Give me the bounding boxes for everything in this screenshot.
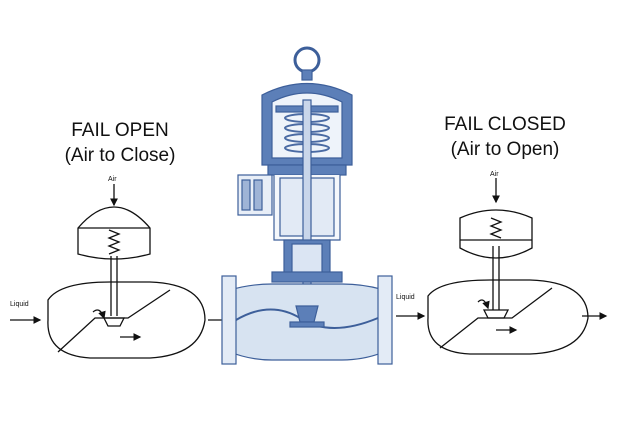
outlet-flange	[377, 275, 393, 365]
fail-closed-schematic: Air Liquid	[396, 171, 608, 355]
fail-open-subtitle: (Air to Close)	[64, 145, 176, 166]
flow-curl-right	[477, 299, 490, 310]
liquid-label-left: Liquid	[10, 301, 29, 308]
lifting-eye	[293, 46, 321, 74]
fail-closed-title: FAIL CLOSED	[444, 114, 566, 135]
fail-open-heading: FAIL OPEN (Air to Close)	[40, 118, 200, 168]
fail-closed-heading: FAIL CLOSED (Air to Open)	[420, 112, 590, 162]
spring-right	[489, 217, 503, 239]
valve-body-right	[427, 279, 589, 355]
seat-left	[57, 289, 171, 353]
flow-curl-left	[92, 309, 106, 320]
spring-left	[107, 229, 121, 255]
actuator-right	[459, 209, 533, 259]
valve-plug	[295, 305, 319, 323]
fail-open-schematic: Air Liquid	[10, 176, 232, 359]
fail-closed-subtitle: (Air to Open)	[450, 139, 560, 160]
plug-right	[482, 309, 510, 319]
air-label-left: Air	[108, 176, 117, 183]
liquid-label-right: Liquid	[396, 294, 415, 301]
valve-body-left	[47, 281, 206, 359]
eye-bolt	[301, 69, 313, 81]
plug-left	[102, 317, 126, 327]
valve-seat	[289, 321, 325, 328]
fail-open-title: FAIL OPEN	[71, 120, 169, 141]
control-valve-cutaway	[221, 46, 393, 365]
actuator-left	[77, 206, 151, 260]
bonnet-flange	[271, 271, 343, 283]
inlet-flange	[221, 275, 237, 365]
air-label-right: Air	[490, 171, 499, 178]
